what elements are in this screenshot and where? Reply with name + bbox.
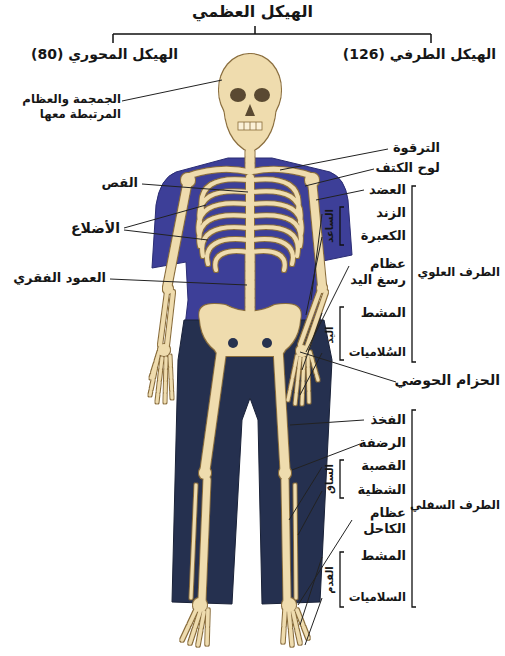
bone-label: القصبة xyxy=(361,458,406,474)
bone-label: الكعبرة xyxy=(361,228,406,244)
group-label: الهيكل المحوري (80) xyxy=(31,46,178,64)
bone-label: لوح الكتف xyxy=(375,160,440,176)
brackets xyxy=(340,186,416,607)
bone-label: الفخذ xyxy=(370,412,406,428)
bone-label: عظام الكاحل xyxy=(356,505,406,538)
bone-label: المشط xyxy=(361,548,406,564)
bone-label: الترقوة xyxy=(393,140,440,156)
bone-label: الرضفة xyxy=(359,435,406,451)
tree-bracket xyxy=(113,26,431,43)
bone-label: الزند xyxy=(376,205,406,221)
group-label: الهيكل الطرفي (126) xyxy=(343,46,496,64)
bone-label: السُلاميات xyxy=(349,345,406,360)
group-label: الطرف العلوي xyxy=(418,265,501,280)
bone-label: الأضلاع xyxy=(71,220,120,238)
skeleton xyxy=(150,54,327,645)
bone-label: المشط xyxy=(361,305,406,321)
bone-label: العمود الفقري xyxy=(13,270,106,286)
bracket-label: اليد xyxy=(324,326,337,343)
bracket-label: القدم xyxy=(324,566,337,594)
bone-label: العضد xyxy=(369,182,406,198)
bracket-label: الساق xyxy=(324,464,337,494)
group-label: الطرف السفلي xyxy=(410,498,500,513)
bracket-label: الساعد xyxy=(324,209,337,243)
bone-label: السلاميات xyxy=(349,590,406,605)
jeans xyxy=(172,320,332,604)
bone-label: الشظية xyxy=(358,482,406,498)
group-label: الحزام الحوضي xyxy=(395,372,500,390)
bone-label: القص xyxy=(102,175,138,191)
bone-label: الجمجمة والعظام المرتبطة معها xyxy=(3,92,121,121)
leader-lines xyxy=(110,80,396,645)
diagram-title: الهيكل العظمي xyxy=(0,2,505,22)
bone-label: عظام رسغ اليد xyxy=(350,256,406,289)
